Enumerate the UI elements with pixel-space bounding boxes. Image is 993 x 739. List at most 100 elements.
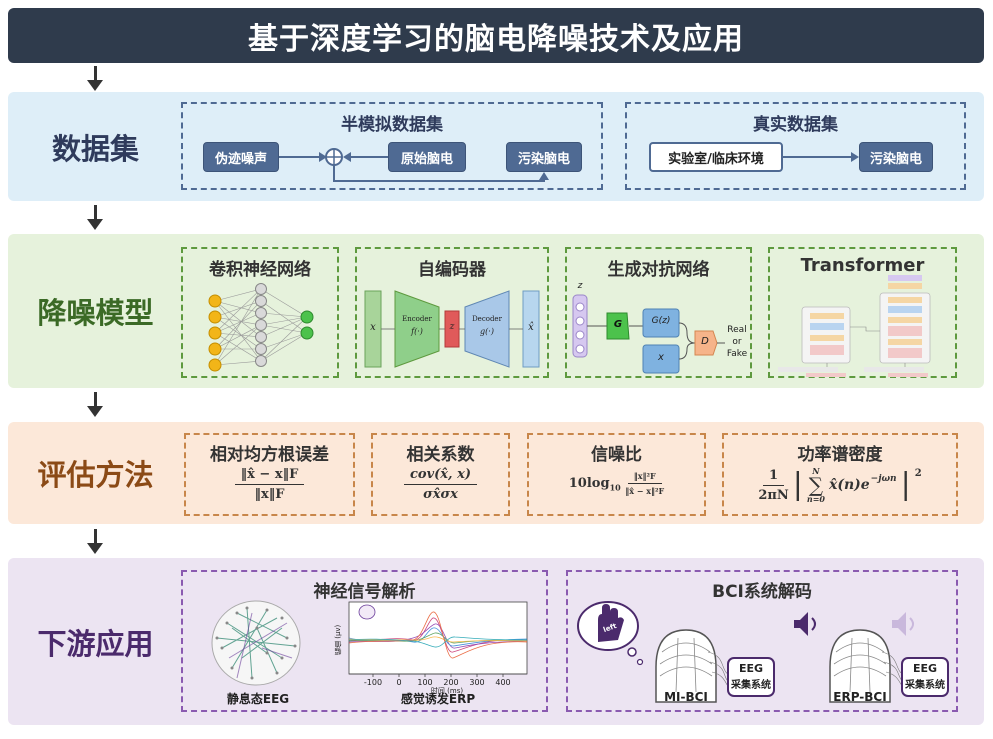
dataset-section: 数据集 半模拟数据集 伪迹噪声 原始脑电 污染脑电 真实数据集 实验室/临床环境… (8, 92, 984, 201)
ae-output-label: x̂ (528, 322, 534, 333)
ae-input-label: x (370, 322, 376, 333)
rrmse-denominator: ‖x‖F (254, 487, 285, 502)
erp-waveform-plot (348, 601, 528, 677)
ae-encoder-fn: f(·) (411, 327, 423, 336)
acq-system-label-1: 采集系统 (731, 680, 771, 691)
resting-eeg-label: 静息态EEG (226, 692, 290, 706)
flow-arrow-1 (86, 66, 104, 92)
real-dataset-title: 真实数据集 (753, 115, 838, 135)
gan-discriminator-label: D (701, 336, 709, 347)
erp-bci-label: ERP-BCI (833, 690, 887, 704)
erp-ylabel: 幅值 (μv) (334, 624, 342, 656)
semi-sim-dataset-box: 半模拟数据集 伪迹噪声 原始脑电 污染脑电 (181, 102, 603, 190)
gan-title: 生成对抗网络 (607, 260, 710, 280)
gan-noise-label: z (577, 281, 583, 291)
gan-out-real: Real (727, 325, 747, 335)
cc-title: 相关系数 (406, 445, 475, 465)
neural-analysis-title: 神经信号解析 (313, 582, 416, 602)
erp-xtick-1: 0 (396, 678, 402, 687)
autoencoder-title: 自编码器 (418, 260, 486, 280)
cnn-title: 卷积神经网络 (209, 260, 311, 280)
snr-prefix: 10log (568, 476, 610, 491)
mi-bci-label: MI-BCI (664, 690, 708, 704)
psd-denominator: 2πN (758, 487, 789, 503)
psd-sum-bottom: n=0 (806, 494, 825, 504)
transformer-architecture-diagram (778, 275, 931, 377)
autoencoder-diagram (364, 290, 540, 368)
rrmse-numerator: ‖x̂ − x‖F (234, 467, 305, 485)
psd-title: 功率谱密度 (797, 445, 883, 465)
dataset-label: 数据集 (51, 131, 139, 166)
models-section: 降噪模型 卷积神经网络 (8, 234, 984, 388)
gan-diagram (572, 294, 725, 374)
lab-clinic-env-box: 实验室/临床环境 (649, 142, 783, 172)
bci-decoding-box: BCI系统解码 (566, 570, 958, 712)
psd-sum: N ∑ n=0 (807, 467, 825, 503)
autoencoder-box: 自编码器 x Encoder f(·) z Decoder g(·) x̂ (355, 247, 549, 378)
ae-decoder-fn: g(·) (480, 327, 494, 336)
eeg-label-1: EEG (738, 662, 764, 675)
rrmse-title: 相对均方根误差 (210, 445, 329, 465)
semi-sim-title: 半模拟数据集 (341, 115, 443, 135)
ae-encoder-label: Encoder (402, 315, 432, 323)
erp-xtick-3: 200 (443, 678, 459, 687)
cnn-box: 卷积神经网络 (181, 247, 339, 378)
rrmse-formula: ‖x̂ − x‖F ‖x‖F (186, 467, 353, 502)
gan-box: 生成对抗网络 z G G(z) x D Real or Fake (565, 247, 752, 378)
transformer-box: Transformer (768, 247, 957, 378)
evaluation-label: 评估方法 (37, 458, 154, 492)
flow-arrow-4 (86, 529, 104, 555)
snr-log-base: 10 (609, 482, 621, 493)
psd-body: x̂(n)e (828, 477, 870, 493)
rrmse-box: 相对均方根误差 ‖x̂ − x‖F ‖x‖F (184, 433, 355, 516)
flow-arrow-3 (86, 392, 104, 418)
artifact-noise-box: 伪迹噪声 (203, 142, 279, 172)
semi-sim-connectors (279, 148, 549, 182)
psd-power: 2 (914, 467, 922, 479)
transformer-title: Transformer (800, 255, 925, 276)
psd-abs-right: | (900, 467, 911, 502)
real-dataset-box: 真实数据集 实验室/临床环境 污染脑电 (625, 102, 966, 190)
applications-label: 下游应用 (37, 626, 154, 661)
erp-xtick-2: 100 (417, 678, 433, 687)
neural-analysis-box: 神经信号解析 静息态EEG (181, 570, 548, 712)
gan-real-x-label: x (658, 352, 664, 363)
cc-box: 相关系数 cov(x̂, x) σx̂σx (371, 433, 510, 516)
psd-numerator: 1 (763, 468, 785, 486)
gan-out-fake: Fake (726, 349, 748, 359)
psd-sum-top: N (812, 466, 820, 476)
snr-formula: 10log10 ‖x‖²F ‖x̂ − x‖²F (529, 471, 704, 496)
erp-xlabel: 时间 (ms) (430, 687, 464, 695)
title-bar: 基于深度学习的脑电降噪技术及应用 (8, 8, 984, 63)
gan-generator-label: G (613, 319, 623, 330)
psd-exponent: −jωn (870, 474, 897, 484)
gan-gz-label: G(z) (651, 316, 671, 326)
applications-section: 下游应用 神经信号解析 静息态EEG (8, 558, 984, 725)
bci-title: BCI系统解码 (712, 582, 812, 602)
contaminated-eeg-box: 污染脑电 (506, 142, 582, 172)
eeg-label-2: EEG (912, 662, 938, 675)
bci-illustration (577, 601, 949, 703)
snr-numerator: ‖x‖²F (627, 471, 662, 484)
erp-xtick-0: -100 (363, 678, 383, 687)
psd-abs-left: | (792, 467, 803, 502)
raw-eeg-box: 原始脑电 (388, 142, 466, 172)
snr-denominator: ‖x̂ − x‖²F (625, 486, 665, 496)
resting-eeg-brain-network (211, 600, 301, 686)
flow-arrow-2 (86, 205, 104, 231)
real-connector (783, 152, 859, 162)
cc-formula: cov(x̂, x) σx̂σx (373, 467, 508, 502)
cc-numerator: cov(x̂, x) (404, 467, 477, 485)
erp-label: 感觉诱发ERP (400, 692, 476, 706)
ae-latent-label: z (449, 322, 455, 332)
snr-box: 信噪比 10log10 ‖x‖²F‖x̂ − x‖²F (527, 433, 706, 516)
cc-denominator: σx̂σx (423, 487, 458, 502)
evaluation-section: 评估方法 相对均方根误差 ‖x̂ − x‖F ‖x‖F 相关系数 cov(x̂, … (8, 422, 984, 524)
erp-xtick-4: 300 (469, 678, 485, 687)
cnn-network-diagram (208, 283, 314, 372)
acq-system-label-2: 采集系统 (905, 680, 945, 691)
page-title: 基于深度学习的脑电降噪技术及应用 (248, 21, 744, 57)
psd-sum-sign: ∑ (808, 473, 824, 497)
models-label: 降噪模型 (37, 296, 154, 330)
